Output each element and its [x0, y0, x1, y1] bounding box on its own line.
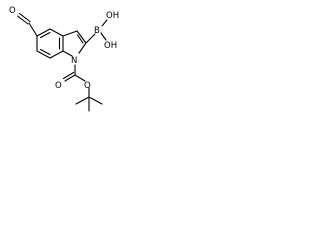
atom-label-o-aldehyde: O [9, 6, 16, 16]
bond-b-oh-upper [101, 19, 108, 27]
atom-label-o-carbonyl: O [55, 81, 62, 91]
bond-benzene-1 [36, 28, 51, 37]
bonds [16, 12, 108, 112]
bond-pyrrole-c3-c2 [76, 30, 87, 44]
bond-pyrrole-c3-c2-inner [76, 34, 84, 44]
bond-pyrrole-n-c7a [62, 50, 73, 57]
bond-benzene-inner-3 [39, 48, 51, 56]
bond-aldehyde-co-1 [16, 15, 29, 25]
bond-benzene-2 [49, 28, 64, 37]
atom-label-oh-lower: OH [104, 41, 117, 51]
atom-label-oh-upper: OH [106, 11, 119, 21]
atom-label-nitrogen: N [71, 56, 77, 66]
atom-labels: O B OH OH N O O [9, 6, 119, 91]
bond-benzene-4 [49, 50, 64, 59]
bond-b-oh-lower [100, 32, 107, 41]
bond-benzene-inner-1 [39, 31, 51, 39]
bond-pyrrole-c2-n [78, 42, 87, 54]
bond-carbonyl-o-1 [64, 74, 76, 82]
bond-aldehyde-co-2 [18, 12, 31, 23]
chemical-structure: O B OH OH N O O [9, 6, 119, 112]
atom-label-boron: B [94, 26, 100, 36]
bond-benzene-5 [36, 50, 51, 59]
bond-c2-b [85, 33, 96, 44]
bond-tbu-methyl-2 [88, 96, 103, 105]
bond-carbonyl-o-ester [74, 74, 86, 82]
atom-label-o-ester: O [84, 81, 91, 91]
bond-pyrrole-c3a-c3 [62, 30, 78, 37]
bond-carbonyl-o-2 [62, 71, 75, 80]
bond-tbu-methyl-1 [75, 96, 90, 105]
bond-aldehyde-cc [28, 22, 38, 37]
